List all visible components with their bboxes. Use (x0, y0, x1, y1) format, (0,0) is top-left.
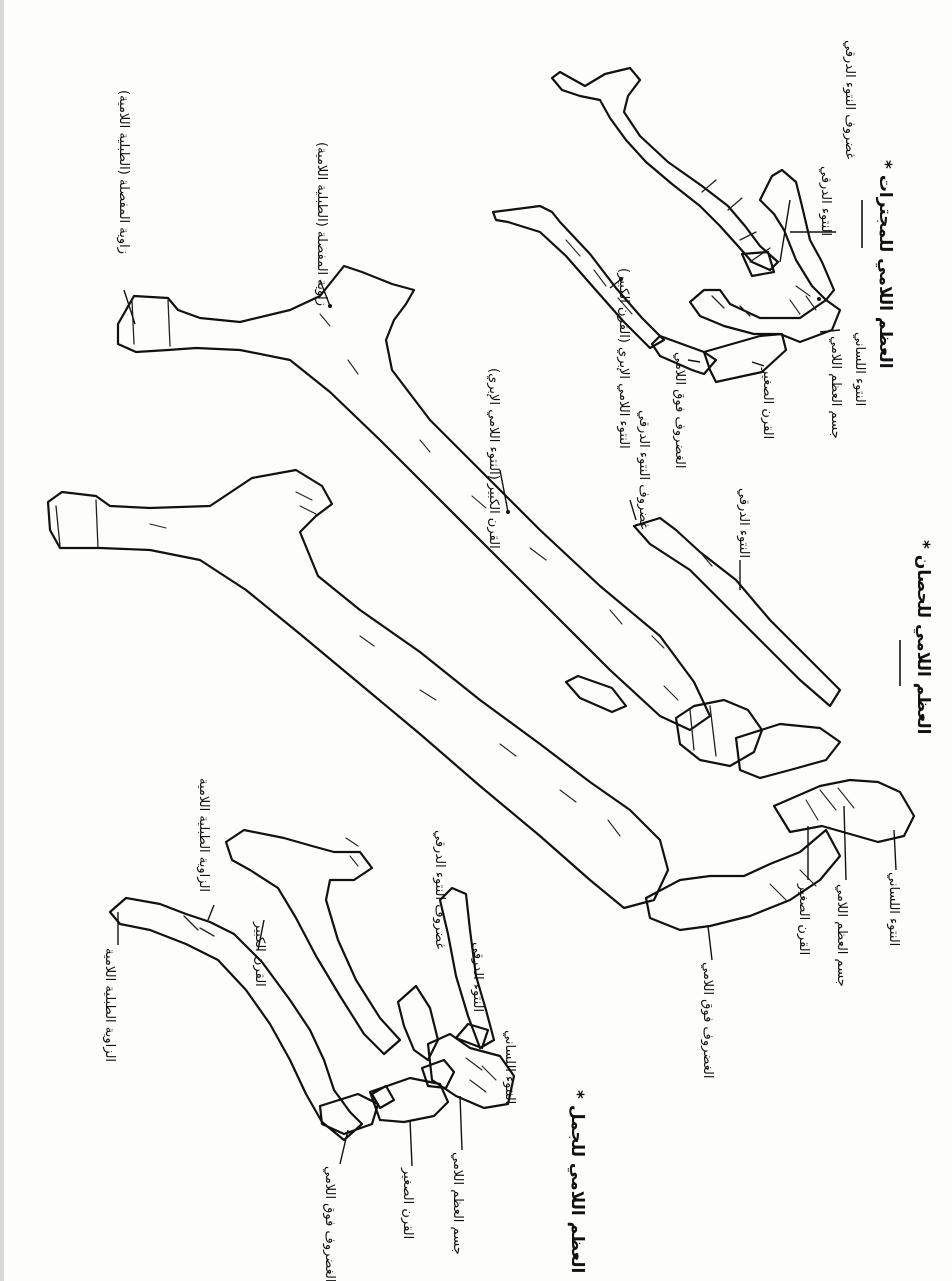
label-h-body: جسم العظم اللامي (834, 884, 849, 987)
ruminant-hyoid-drawing (493, 68, 840, 382)
caption-ruminant: * العظم اللامي للمجترات (875, 160, 895, 369)
label-h-ceratohyoid: القرن الصغير (796, 883, 811, 955)
label-c-tympanohyoid-cart: الزاوية الطبلية اللامية (102, 948, 117, 1062)
horse-hyoid-drawing (48, 266, 914, 930)
label-c-lingual: النتوء اللساني (502, 1030, 517, 1104)
camel-hyoid-drawing (110, 830, 514, 1140)
label-r-tympanohyoid: الغضروف فوق اللامي (672, 352, 687, 468)
label-h-angle: زاوية المفصلة (الطبلية اللامية) (314, 142, 329, 306)
label-c-ceratohyoid: القرن الصغير (400, 1167, 415, 1239)
leader-lines (118, 200, 896, 1166)
label-c-stylohyoid: القرن الكبير (252, 921, 267, 987)
label-c-thyroid-proc: النتوء الدرقي (470, 942, 485, 1012)
label-h-epihyoid: الغضروف فوق اللامي (700, 962, 715, 1078)
label-r-stylohyoid: النتوء اللامي الإبري (القرن الكبير) (616, 268, 631, 449)
label-r-cartilage-tip: غضروف النتوء الدرقي (842, 40, 857, 159)
label-h-lingual: النتوء اللساني (886, 872, 901, 946)
label-r-thyroid-proc: النتوء الدرقي (818, 166, 833, 236)
caption-camel: * العظم اللامي للجمل (567, 1090, 587, 1273)
label-h-cartilage-angle: زاوية المفصلة (الطبلية اللامية) (116, 90, 131, 254)
label-r-hyoid-body: جسم العظم اللامي (828, 336, 843, 439)
label-c-body: جسم العظم اللامي (450, 1152, 465, 1255)
label-c-epihyoid: الغضروف فوق اللامي (322, 1166, 337, 1281)
label-h-stylohyoid: القرن الكبير (النتوء اللامي الإبري) (486, 368, 501, 549)
label-r-ceratohyoid: القرن الصغير (760, 367, 775, 439)
label-h-thyroid-cart: غضروف النتوء الدرقي (636, 410, 651, 529)
label-r-lingual-proc: النتوء اللساني (852, 332, 867, 406)
label-c-tympanohyoid-angle: الزاوية الطبلية اللامية (196, 778, 211, 892)
label-c-thyroid-cart: غضروف النتوء الدرقي (432, 830, 447, 949)
caption-horse: * العظم اللامي للحصان (913, 540, 933, 734)
label-h-thyroid-proc: النتوء الدرقي (736, 488, 751, 558)
